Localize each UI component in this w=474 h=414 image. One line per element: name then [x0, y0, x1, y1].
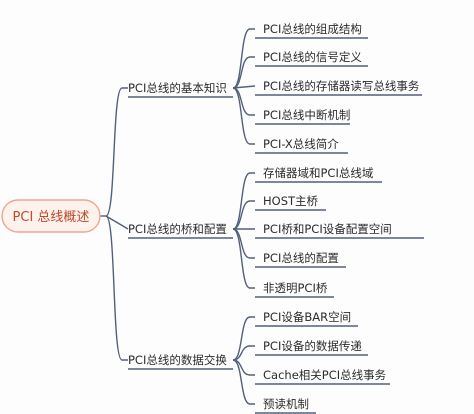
leaf-label: PCI总线中断机制 — [263, 108, 350, 122]
connector-b1-c1 — [232, 200, 255, 230]
leaf-node[interactable]: PCI设备的数据传递 — [255, 339, 368, 356]
leaf-label: 非透明PCI桥 — [263, 281, 328, 295]
leaf-node[interactable]: 预读机制 — [255, 397, 316, 414]
branch-node-data-exchange[interactable]: PCI总线的数据交换 — [128, 353, 233, 370]
branch-node-bridge-config[interactable]: PCI总线的桥和配置 — [128, 222, 233, 239]
leaf-node[interactable]: PCI设备BAR空间 — [255, 310, 358, 327]
branch-node-basics[interactable]: PCI总线的基本知识 — [128, 81, 233, 98]
leaf-label: PCI总线的组成结构 — [263, 22, 362, 36]
connector-lines — [100, 28, 256, 405]
leaf-label: 预读机制 — [263, 397, 309, 411]
leaf-label: 存储器域和PCI总线域 — [263, 166, 374, 180]
connector-b0-c4 — [232, 87, 255, 145]
leaf-node[interactable]: PCI总线的存储器读写总线事务 — [255, 79, 422, 96]
leaf-label: PCI总线的信号定义 — [263, 50, 362, 64]
leaf-node[interactable]: HOST主桥 — [255, 194, 326, 211]
branch-label-bridge-config: PCI总线的桥和配置 — [128, 222, 227, 236]
leaf-label: PCI总线的配置 — [263, 251, 339, 265]
leaf-label: HOST主桥 — [263, 194, 319, 208]
leaf-label: PCI总线的存储器读写总线事务 — [263, 79, 420, 93]
connector-b0-c1 — [232, 56, 255, 89]
connector-b1-c4 — [232, 228, 255, 289]
leaf-label: PCI-X总线简介 — [263, 137, 339, 151]
connector-b1-c0 — [232, 172, 255, 230]
leaf-node[interactable]: PCI总线中断机制 — [255, 108, 350, 125]
connector-root-to-b0 — [105, 87, 128, 217]
connector-b2-c1 — [232, 345, 255, 361]
leaf-node[interactable]: 存储器域和PCI总线域 — [255, 166, 382, 183]
connector-b2-c0 — [232, 316, 255, 361]
leaf-label: Cache相关PCI总线事务 — [263, 368, 387, 382]
leaf-node[interactable]: 非透明PCI桥 — [255, 281, 334, 298]
leaf-label: PCI桥和PCI设备配置空间 — [263, 222, 392, 236]
connector-b2-c3 — [232, 359, 255, 405]
leaf-node[interactable]: PCI桥和PCI设备配置空间 — [255, 222, 424, 239]
root-node-label: PCI 总线概述 — [13, 210, 90, 225]
connector-root-to-b1 — [105, 215, 129, 230]
branch-label-data-exchange: PCI总线的数据交换 — [128, 353, 227, 367]
leaf-label: PCI设备BAR空间 — [263, 310, 351, 324]
leaf-node[interactable]: PCI总线的组成结构 — [255, 22, 368, 39]
leaf-label: PCI设备的数据传递 — [263, 339, 362, 353]
connector-b0-c0 — [232, 28, 255, 89]
root-node-box — [1, 199, 101, 233]
connector-root-to-b2 — [105, 215, 128, 361]
leaf-node[interactable]: Cache相关PCI总线事务 — [255, 368, 390, 385]
root-node[interactable]: PCI 总线概述 — [1, 199, 101, 233]
branch-label-basics: PCI总线的基本知识 — [128, 81, 227, 95]
connector-b0-c2 — [232, 85, 256, 89]
leaf-node[interactable]: PCI-X总线简介 — [255, 137, 348, 154]
leaf-node[interactable]: PCI总线的配置 — [255, 251, 346, 268]
leaf-node[interactable]: PCI总线的信号定义 — [255, 50, 368, 67]
